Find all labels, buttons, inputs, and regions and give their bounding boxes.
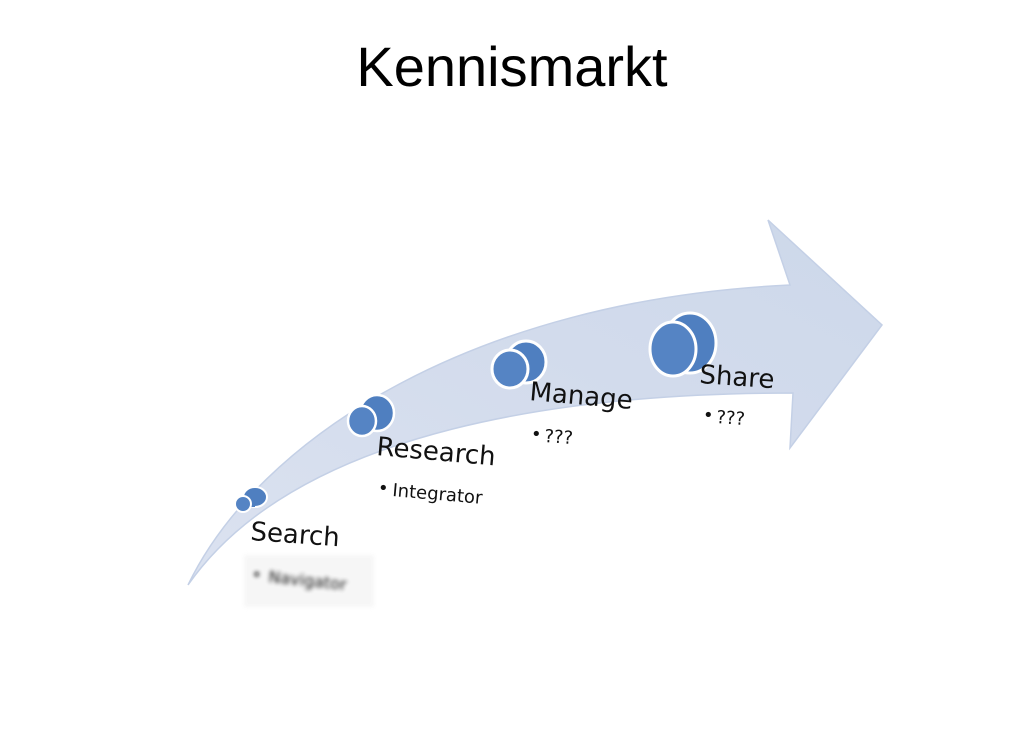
bullet-icon: • <box>531 424 542 445</box>
blur-patch <box>244 555 374 607</box>
stage-label-share: Share <box>699 360 776 395</box>
bullet-icon: • <box>703 405 714 426</box>
cylinder-icon <box>234 486 268 513</box>
bullet-icon: • <box>252 565 261 584</box>
stage-share: Share • ??? <box>648 311 776 430</box>
cylinder-icon <box>490 339 548 390</box>
cylinder-icon <box>648 311 718 378</box>
stage-sub-share: ??? <box>716 407 746 430</box>
stage-manage: Manage • ??? <box>490 339 634 449</box>
stage-search: Search Navigator • <box>234 486 374 607</box>
bullet-icon: • <box>378 478 389 499</box>
curved-arrow <box>187 219 884 586</box>
cylinder-icon <box>346 393 396 438</box>
stage-sub-research: Integrator <box>392 480 484 509</box>
slide-title: Kennismarkt <box>356 35 668 98</box>
stage-label-search: Search <box>250 517 341 553</box>
stage-sub-manage: ??? <box>544 426 574 449</box>
stage-label-research: Research <box>375 432 496 472</box>
